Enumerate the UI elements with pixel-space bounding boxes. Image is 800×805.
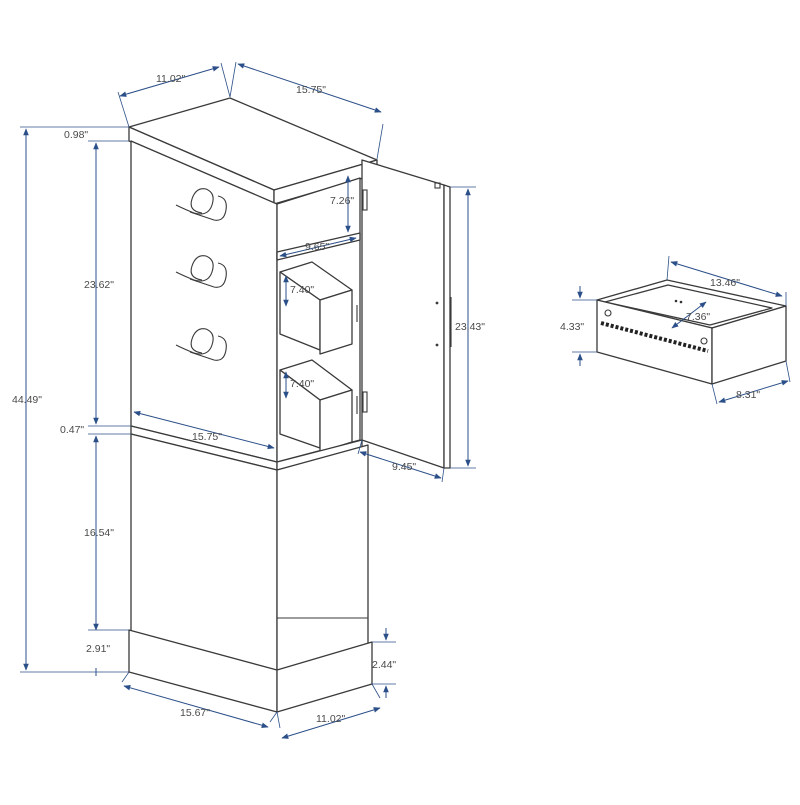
label-divider-thickness: 0.47": [60, 424, 84, 436]
dim-drawer-width: [670, 261, 783, 297]
door-latch: [434, 182, 441, 189]
label-lower-height: 16.54": [84, 527, 114, 539]
drawer-hole: [679, 300, 683, 304]
dim-bottom-depth: [281, 707, 381, 739]
label-bottom-depth: 11.02": [316, 713, 345, 725]
label-upper-height: 23.62": [84, 279, 114, 291]
label-shelf-depth: 9.65": [305, 241, 329, 253]
drawer-screw-left: [604, 309, 612, 317]
drawer-drawing: [596, 279, 787, 385]
drawer-screw-right: [700, 337, 708, 345]
cabinet-dimensions: 11.02" 15.75" 44.49" 0.98" 23.62" 0.47" …: [12, 61, 485, 739]
door-hinge-upper: [362, 189, 368, 211]
dim-top-depth: [119, 66, 220, 97]
dim-drawer-depth: [718, 380, 789, 403]
label-base-height-left: 2.91": [86, 643, 110, 655]
label-drawer-inner-depth: 7.36": [686, 311, 710, 323]
label-drawer-depth: 8.31": [736, 389, 760, 401]
door-knob-dot-lower: [435, 343, 439, 347]
drawer2-front: [319, 389, 353, 453]
label-drawer-width: 13.46": [710, 277, 740, 289]
label-bottom-width: 15.67": [180, 707, 210, 719]
label-top-thickness: 0.98": [64, 129, 88, 141]
label-drawer1-height: 7.40": [290, 284, 314, 296]
drawer-slide-rail: [600, 321, 709, 353]
dim-door-width: [359, 451, 442, 479]
dim-top-width: [237, 63, 382, 113]
cabinet-drawing: [128, 97, 452, 713]
label-base-height-right: 2.44": [372, 659, 396, 671]
label-total-height: 44.49": [12, 394, 42, 406]
label-drawer2-height: 7.40": [290, 378, 314, 390]
drawer-dimensions: 13.46" 4.33" 7.36" 8.31": [560, 255, 791, 405]
label-drawer-height: 4.33": [560, 321, 584, 333]
label-mid-width: 15.75": [192, 431, 222, 443]
hook-3: [175, 328, 227, 361]
label-top-depth: 11.02": [156, 73, 185, 85]
label-top-width: 15.75": [296, 84, 326, 96]
cabinet-door: [361, 159, 445, 469]
cabinet-lower-open: [276, 444, 369, 673]
cabinet-door-edge: [443, 184, 451, 469]
hook-1: [175, 188, 227, 221]
dim-shelf-depth: [279, 236, 357, 258]
dim-mid-width: [133, 410, 275, 450]
dim-bottom-width: [123, 685, 269, 728]
label-shelf-gap: 7.26": [330, 195, 354, 207]
door-hinge-lower: [362, 391, 368, 413]
label-door-width: 9.45": [392, 461, 416, 473]
dim-drawer-inner-depth: [671, 301, 707, 329]
door-knob-dot: [435, 301, 439, 305]
hook-2: [175, 255, 227, 288]
label-door-height: 23.43": [455, 321, 485, 333]
drawer-hole: [674, 299, 678, 303]
drawer1-front: [319, 289, 353, 355]
